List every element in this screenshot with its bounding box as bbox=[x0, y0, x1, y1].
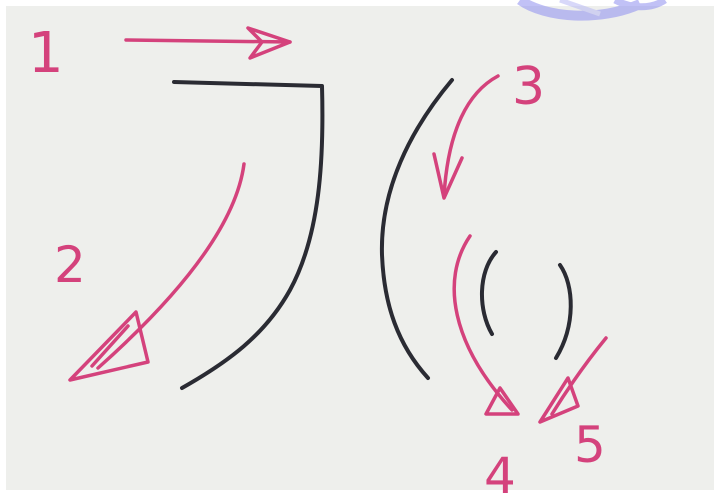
character-stroke-left-curve bbox=[379, 78, 454, 380]
paper-background bbox=[6, 6, 714, 490]
character-stroke-inner-left bbox=[480, 250, 498, 336]
arrow-5-down-left bbox=[538, 336, 608, 424]
step-number-4: 4 bbox=[484, 447, 516, 493]
step-number-5: 5 bbox=[574, 416, 606, 474]
arrow-3-down bbox=[432, 74, 500, 200]
character-stroke-inner-right bbox=[554, 263, 573, 360]
step-number-1: 1 bbox=[28, 21, 64, 86]
watermark-logo bbox=[517, 0, 667, 21]
arrow-1-right bbox=[124, 26, 292, 60]
step-number-2: 2 bbox=[54, 236, 86, 294]
step-number-3: 3 bbox=[512, 57, 545, 117]
character-stroke-horizontal-hook bbox=[172, 80, 325, 390]
arrow-2-down-left bbox=[68, 162, 246, 382]
arrow-4-down-right bbox=[452, 234, 520, 416]
